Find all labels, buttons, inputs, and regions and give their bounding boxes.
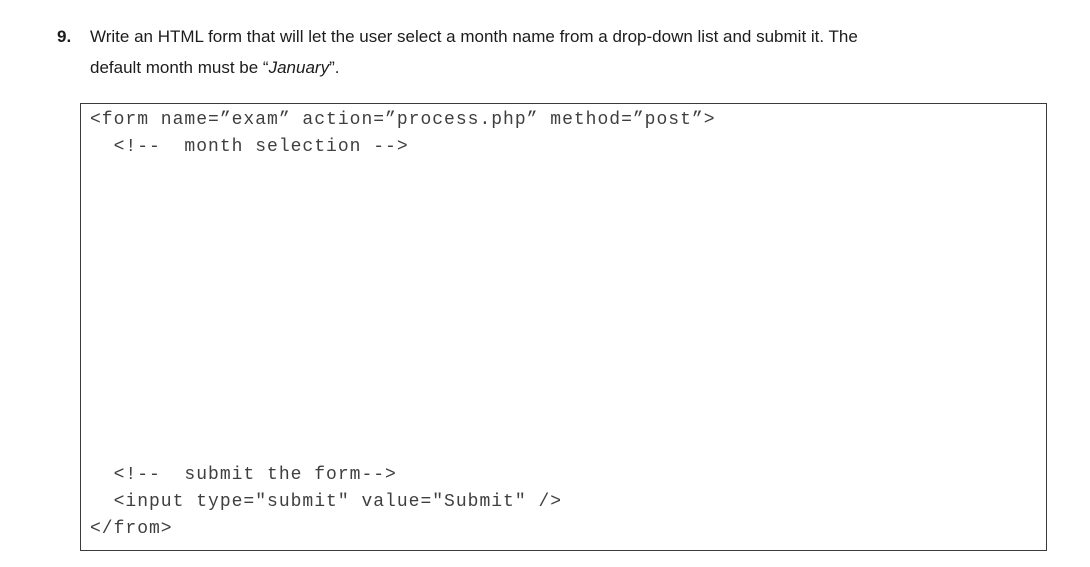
code-line-submit-comment: <!-- submit the form--> bbox=[90, 465, 397, 485]
code-line-form-close: </from> bbox=[90, 519, 173, 539]
question-block: 9. Write an HTML form that will let the … bbox=[57, 21, 1000, 83]
question-line2-after: ”. bbox=[329, 58, 340, 77]
question-line2-italic: January bbox=[268, 58, 330, 77]
code-line-input-submit: <input type="submit" value="Submit" /> bbox=[90, 492, 563, 512]
question-line2-before: default month must be “ bbox=[90, 58, 269, 77]
code-top-group: <form name=”exam” action=”process.php” m… bbox=[90, 107, 1038, 161]
question-number: 9. bbox=[57, 27, 72, 46]
code-bottom-group: <!-- submit the form--> <input type="sub… bbox=[90, 462, 1038, 543]
answer-code-box: <form name=”exam” action=”process.php” m… bbox=[80, 103, 1047, 551]
code-line-month-comment: <!-- month selection --> bbox=[90, 137, 409, 157]
question-text: Write an HTML form that will let the use… bbox=[90, 21, 1000, 83]
code-line-form-open: <form name=”exam” action=”process.php” m… bbox=[90, 110, 716, 130]
question-line1: Write an HTML form that will let the use… bbox=[90, 27, 858, 46]
